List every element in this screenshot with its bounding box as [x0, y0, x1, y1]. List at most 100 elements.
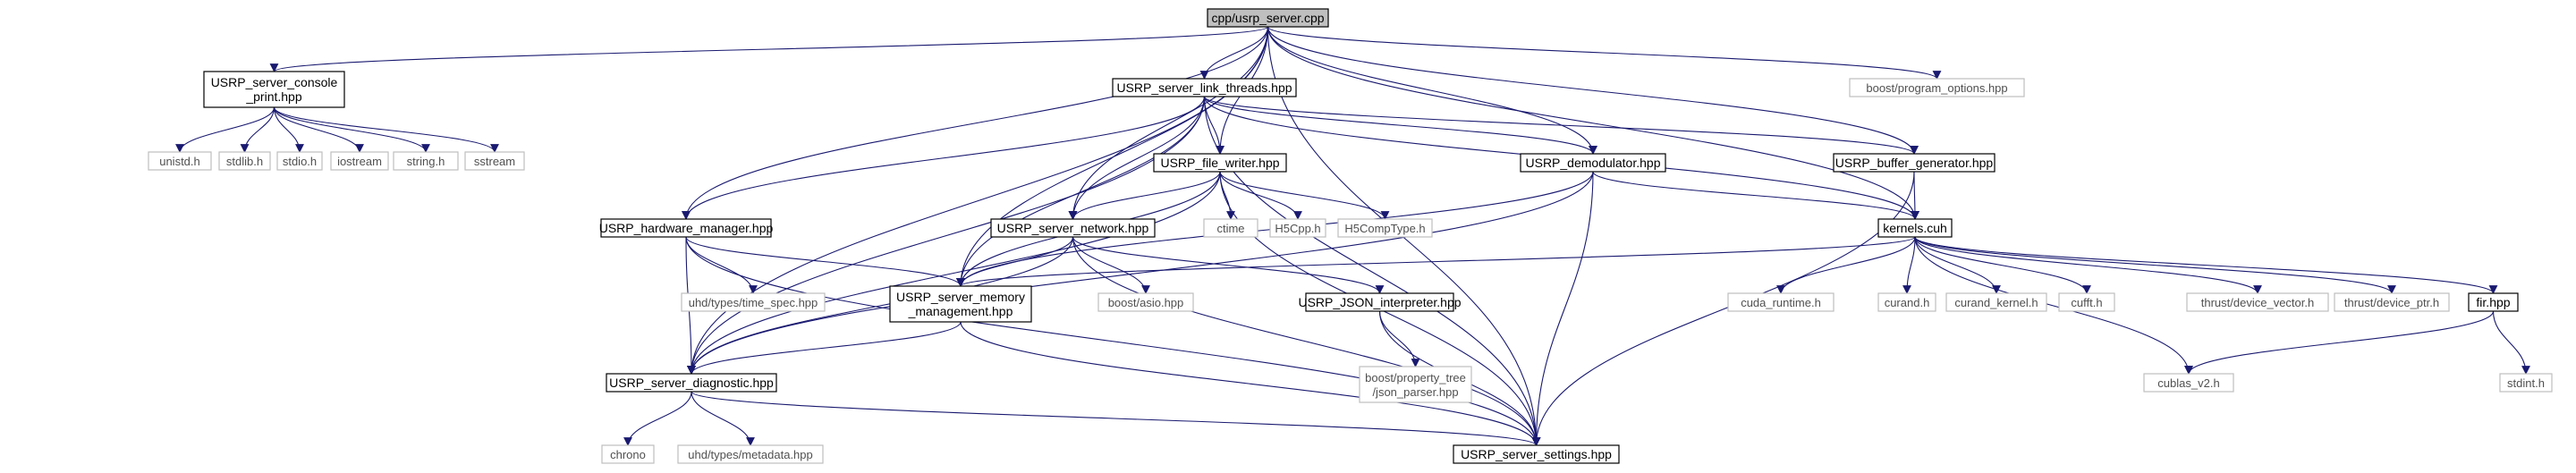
node-kernels[interactable]: kernels.cuh: [1877, 218, 1953, 238]
node-label-ptree-0: boost/property_tree: [1365, 371, 1466, 384]
node-string: string.h: [393, 151, 459, 171]
node-label-string-0: string.h: [407, 155, 445, 168]
edge-filewriter-to-network: [1068, 171, 1221, 220]
node-label-ptree-1: /json_parser.hpp: [1372, 385, 1458, 399]
edge-filewriter-to-h5cpp: [1219, 171, 1302, 220]
node-unistd: unistd.h: [148, 151, 212, 171]
node-label-h5cpp-0: H5Cpp.h: [1275, 222, 1320, 235]
edge-main-to-demod: [1267, 26, 1597, 155]
node-filewriter[interactable]: USRP_file_writer.hpp: [1153, 153, 1287, 173]
edge-main-to-kernels: [1267, 26, 1919, 220]
node-ptree: boost/property_tree/json_parser.hpp: [1359, 366, 1472, 403]
node-box-thrustdv: [2186, 292, 2329, 312]
edge-console-to-iostream: [273, 106, 364, 153]
node-console[interactable]: USRP_server_console_print.hpp: [203, 71, 345, 108]
node-memmgmt[interactable]: USRP_server_memory_management.hpp: [889, 285, 1032, 323]
node-box-cufft: [2058, 292, 2115, 312]
node-network[interactable]: USRP_server_network.hpp: [990, 218, 1156, 238]
edge-console-to-string: [273, 106, 430, 153]
node-box-cublas: [2143, 373, 2234, 393]
node-box-boostpo: [1849, 78, 2025, 97]
node-curand: curand.h: [1877, 292, 1936, 312]
edge-main-to-hwmgr: [682, 26, 1269, 220]
node-label-cublas-0: cublas_v2.h: [2157, 376, 2219, 390]
node-box-fir: [2468, 292, 2519, 312]
node-label-stdio-0: stdio.h: [283, 155, 317, 168]
node-label-chrono-0: chrono: [610, 448, 646, 461]
edge-demod-to-diag: [687, 171, 1594, 375]
node-sstream: sstream: [464, 151, 525, 171]
edge-network-to-diag: [687, 236, 1074, 375]
edge-kernels-to-thrustdp: [1914, 236, 2396, 294]
node-label-thrustdv-0: thrust/device_vector.h: [2201, 296, 2314, 309]
node-label-h5comp-0: H5CompType.h: [1344, 222, 1425, 235]
node-box-console: [203, 71, 345, 108]
edge-json-to-ptree: [1378, 310, 1420, 367]
node-chrono: chrono: [601, 444, 655, 464]
edge-fir-to-cublas: [2184, 310, 2495, 375]
node-label-json-0: USRP_JSON_interpreter.hpp: [1298, 295, 1461, 309]
node-label-diag-0: USRP_server_diagnostic.hpp: [609, 376, 774, 390]
node-curandk: curand_kernel.h: [1945, 292, 2047, 312]
node-box-string: [393, 151, 459, 171]
node-link[interactable]: USRP_server_link_threads.hpp: [1112, 78, 1297, 97]
edge-link-to-diag: [687, 96, 1206, 375]
edge-network-to-boostasio: [1072, 236, 1150, 294]
node-diag[interactable]: USRP_server_diagnostic.hpp: [606, 373, 777, 393]
node-box-stdio: [276, 151, 323, 171]
node-json[interactable]: USRP_JSON_interpreter.hpp: [1298, 292, 1462, 312]
edge-link-to-hwmgr: [682, 96, 1206, 220]
node-label-settings-0: USRP_server_settings.hpp: [1461, 447, 1612, 461]
node-box-h5cpp: [1269, 218, 1326, 238]
node-box-filewriter: [1153, 153, 1287, 173]
node-demod[interactable]: USRP_demodulator.hpp: [1520, 153, 1666, 173]
edge-kernels-to-memmgmt: [956, 236, 1916, 287]
node-label-filewriter-0: USRP_file_writer.hpp: [1160, 156, 1279, 170]
node-box-timespec: [681, 292, 826, 312]
edge-link-to-bufgen: [1203, 96, 1919, 155]
edge-main-to-bufgen: [1267, 26, 1919, 155]
node-bufgen[interactable]: USRP_buffer_generator.hpp: [1833, 153, 1996, 173]
node-box-boostasio: [1097, 292, 1194, 312]
edge-hwmgr-to-timespec: [685, 236, 758, 294]
node-label-thrustdp-0: thrust/device_ptr.h: [2344, 296, 2439, 309]
node-label-sstream-0: sstream: [474, 155, 515, 168]
edge-console-to-stdlib: [240, 106, 275, 153]
edge-diag-to-chrono: [623, 391, 692, 446]
edge-console-to-unistd: [175, 106, 275, 153]
node-label-bufgen-0: USRP_buffer_generator.hpp: [1835, 156, 1994, 170]
edge-console-to-stdio: [273, 106, 304, 153]
node-box-stdlib: [218, 151, 271, 171]
node-metadata: uhd/types/metadata.hpp: [677, 444, 824, 464]
node-hwmgr[interactable]: USRP_hardware_manager.hpp: [599, 218, 774, 238]
node-settings[interactable]: USRP_server_settings.hpp: [1453, 444, 1620, 464]
node-main[interactable]: cpp/usrp_server.cpp: [1207, 8, 1329, 28]
node-label-kernels-0: kernels.cuh: [1883, 221, 1947, 235]
node-stdlib: stdlib.h: [218, 151, 271, 171]
edge-bufgen-to-settings: [1531, 171, 1915, 446]
node-box-unistd: [148, 151, 212, 171]
node-label-console-0: USRP_server_console: [211, 75, 338, 89]
edge-network-to-json: [1072, 236, 1385, 294]
node-label-boostpo-0: boost/program_options.hpp: [1866, 81, 2007, 95]
node-label-main-0: cpp/usrp_server.cpp: [1211, 11, 1324, 25]
edge-kernels-to-thrustdv: [1914, 236, 2262, 294]
node-box-hwmgr: [600, 218, 772, 238]
edge-memmgmt-to-settings: [960, 321, 1541, 446]
node-label-boostasio-0: boost/asio.hpp: [1108, 296, 1184, 309]
edge-demod-to-settings: [1531, 171, 1594, 446]
node-label-ctime-0: ctime: [1216, 222, 1244, 235]
node-box-bufgen: [1833, 153, 1996, 173]
node-box-cudart: [1727, 292, 1835, 312]
edge-hwmgr-to-memmgmt: [685, 236, 965, 287]
node-label-stdint-0: stdint.h: [2507, 376, 2545, 390]
node-box-curand: [1877, 292, 1936, 312]
node-fir[interactable]: fir.hpp: [2468, 292, 2519, 312]
edge-filewriter-to-ctime: [1219, 171, 1235, 220]
node-box-ptree: [1359, 366, 1472, 403]
edge-link-to-demod: [1203, 96, 1597, 155]
node-box-chrono: [601, 444, 655, 464]
node-label-demod-0: USRP_demodulator.hpp: [1526, 156, 1661, 170]
node-box-diag: [606, 373, 777, 393]
